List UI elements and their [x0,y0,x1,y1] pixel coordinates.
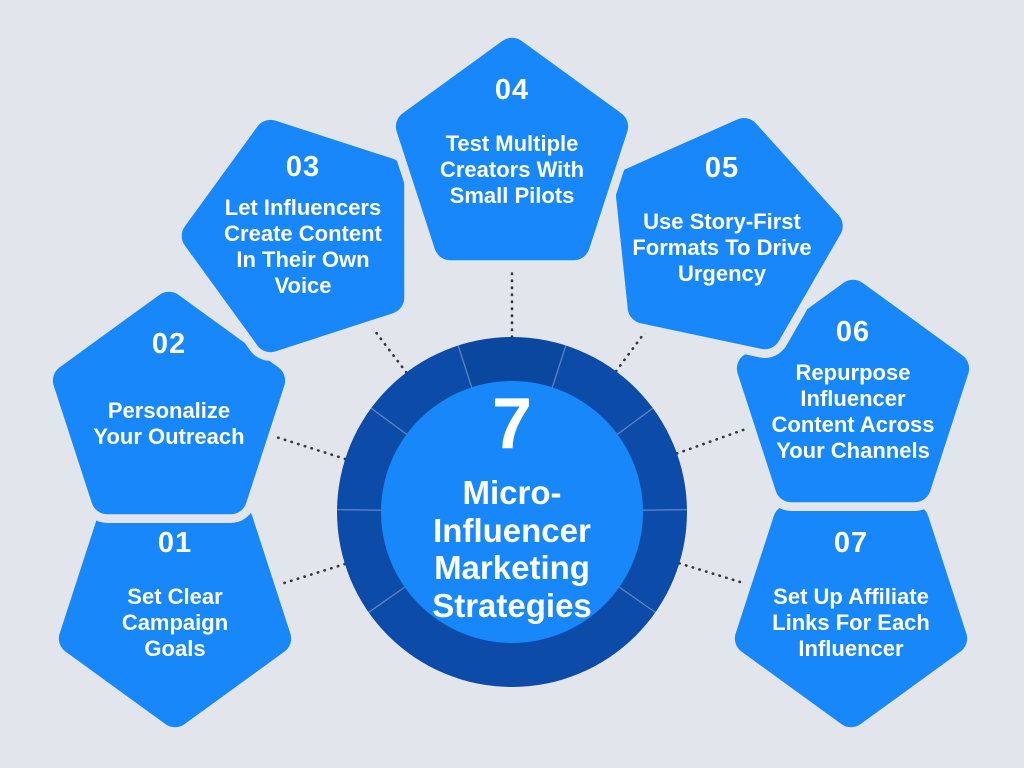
center-title: Micro- Influencer Marketing Strategies [432,473,592,624]
strategy-label: Use Story-First Formats To Drive Urgency [632,209,812,286]
pentagon-shape [726,496,976,736]
strategy-pentagon-05: 05 Use Story-First Formats To Drive Urge… [597,109,852,362]
pentagon-shape [172,111,413,361]
center-circle [336,337,688,687]
strategy-number: 02 [151,328,187,360]
strategy-label: Let Influencers Create Content In Their … [224,195,382,298]
pentagon-shape [44,283,294,523]
strategy-label: Personalize Your Outreach [93,398,245,449]
strategy-pentagon-07: 07 Set Up Affiliate Links For Each Influ… [726,481,976,736]
pentagon-shape [606,109,852,358]
strategy-number: 01 [157,527,193,559]
ring-top-segment [458,337,566,389]
center-number: 7 [491,383,533,464]
strategy-number: 03 [285,151,321,183]
strategy-label: Set Up Affiliate Links For Each Influenc… [772,584,930,661]
strategy-number: 04 [494,74,530,106]
strategy-number: 07 [833,527,869,559]
strategy-number: 06 [835,316,871,348]
strategy-label: Test Multiple Creators With Small Pilots [439,131,585,208]
strategy-label: Repurpose Influencer Content Across Your… [771,360,935,463]
inner-circle [381,381,643,643]
strategy-label: Set Clear Campaign Goals [121,584,229,661]
strategy-number: 05 [704,152,740,184]
strategy-pentagon-03: 03 Let Influencers Create Content In The… [172,111,428,361]
strategy-pentagon-02: 02 Personalize Your Outreach [44,283,294,538]
pentagon-shape [387,29,637,269]
ring-segment-dividers [336,345,688,613]
center-text-block: 7 Micro- Influencer Marketing Strategies [367,388,657,624]
strategy-pentagon-04: 04 Test Multiple Creators With Small Pil… [387,29,637,284]
